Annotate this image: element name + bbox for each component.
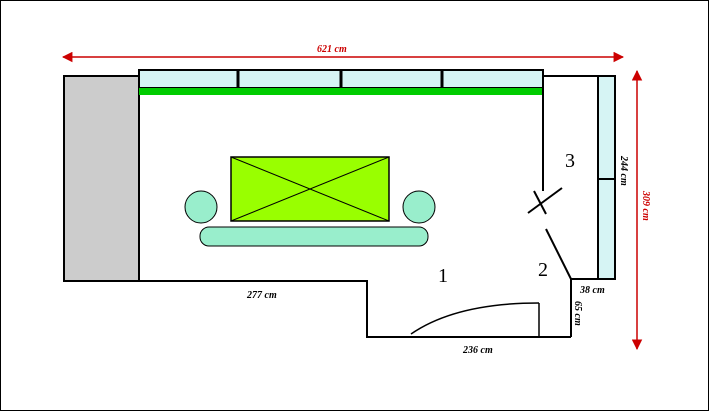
armchair-left [184,190,218,224]
sofa [199,226,429,247]
wardrobe-length-label: 244 cm [618,155,629,186]
zone-2-label: 2 [538,259,548,281]
small-step-height-label: 65 cm [572,301,583,326]
inner-door [527,187,563,215]
small-step-width-label: 38 cm [579,285,605,296]
wardrobe [597,75,616,280]
window-sill [139,88,543,95]
zone-1-label: 1 [438,265,448,287]
total-width-label: 621 cm [317,44,347,55]
room-walls [139,75,615,338]
lower-right-wall-label: 236 cm [462,345,493,356]
sofa-set [184,190,436,247]
grey-wall-block [63,75,140,282]
window-strip [138,69,544,95]
lower-left-wall-label: 277 cm [246,290,277,301]
zone-3-label: 3 [565,150,575,172]
armchair-right [402,190,436,224]
total-height-label: 309 cm [640,190,651,221]
coffee-table [230,156,390,222]
entrance-door [410,302,540,337]
